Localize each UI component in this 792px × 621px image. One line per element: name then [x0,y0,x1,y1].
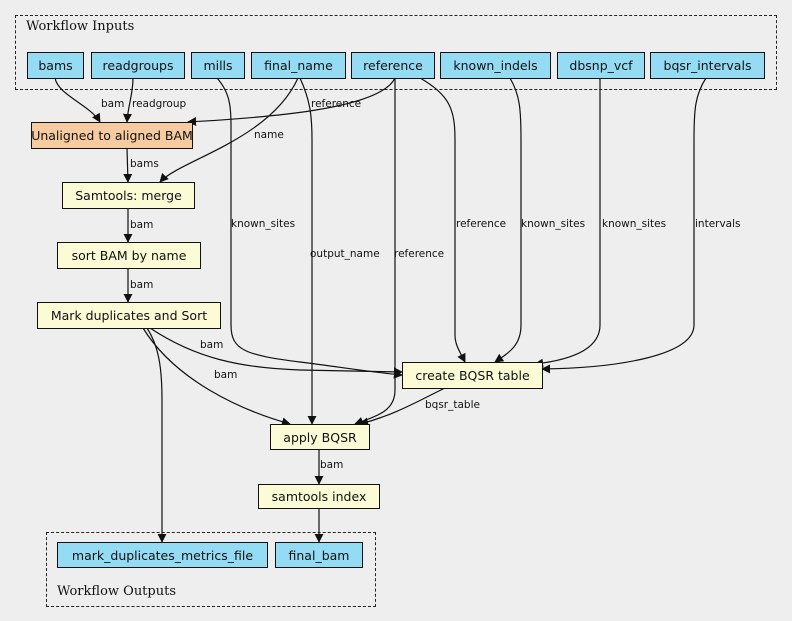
input-readgroups[interactable]: readgroups [91,52,185,79]
edge-label-known-sites: known_sites [231,218,296,230]
edge-dbsnp-to-bqsr-table [534,78,601,368]
edge-reference-to-bqsr-table [419,77,466,363]
edge-label-bam: bam [214,369,238,381]
edge-unaligned-to-merge [123,147,133,183]
edge-label-bam: bam [130,219,154,231]
edge-label-bqsr-table: bqsr_table [425,399,480,411]
step-samtools-index[interactable]: samtools index [258,484,380,509]
edge-label-reference: reference [456,218,507,230]
workflow-inputs-title: Workflow Inputs [26,19,135,34]
edge-bqsr-table-to-apply-bqsr [359,387,446,427]
edge-label-reference: reference [394,248,445,260]
input-bqsr-intervals[interactable]: bqsr_intervals [650,52,765,79]
edge-markdup-to-metrics [146,327,167,543]
edge-label-known-sites: known_sites [521,218,586,230]
output-final-bam[interactable]: final_bam [275,542,363,568]
step-apply-bqsr[interactable]: apply BQSR [270,424,370,450]
workflow-outputs-cluster [46,532,376,607]
edge-label-bams: bams [130,158,159,170]
edge-known-indels-to-bqsr-table [494,77,522,363]
input-mills[interactable]: mills [191,52,245,79]
step-sort-bam-by-name[interactable]: sort BAM by name [57,242,201,269]
edge-label-bam: bam [130,279,154,291]
edge-intervals-to-bqsr-table [541,77,707,374]
edge-label-bam: bam [320,459,344,471]
edge-label-bam: bam [200,339,224,351]
edge-label-intervals: intervals [695,218,741,230]
edge-markdup-to-bqsr-table [149,327,403,377]
input-reference[interactable]: reference [351,52,435,79]
edge-label-known-sites: known_sites [602,218,667,230]
step-samtools-merge[interactable]: Samtools: merge [62,182,195,209]
output-mark-duplicates-metrics-file[interactable]: mark_duplicates_metrics_file [57,542,268,568]
step-mark-duplicates-and-sort[interactable]: Mark duplicates and Sort [37,302,221,329]
input-dbsnp-vcf[interactable]: dbsnp_vcf [557,52,645,79]
edge-final-name-to-apply-bqsr [299,77,317,425]
edge-mills-to-bqsr-table [216,77,403,379]
edge-label-bam: bam [101,98,125,110]
edge-final-name-to-merge [159,77,299,183]
step-create-bqsr-table[interactable]: create BQSR table [402,362,543,389]
edge-label-output-name: output_name [310,248,380,260]
edge-label-readgroup: readgroup [132,98,187,110]
workflow-inputs-cluster [15,15,777,90]
input-final-name[interactable]: final_name [251,52,346,79]
edge-label-name: name [254,129,284,141]
edge-bams-to-unaligned [54,77,101,123]
edge-label-reference: reference [311,98,362,110]
step-unaligned-to-aligned-bam[interactable]: Unaligned to aligned BAM [31,122,193,149]
edge-reference-to-unaligned [187,77,396,127]
input-known-indels[interactable]: known_indels [440,52,551,79]
input-bams[interactable]: bams [27,52,84,79]
edge-readgroups-to-unaligned [122,77,134,123]
workflow-outputs-title: Workflow Outputs [57,584,176,599]
